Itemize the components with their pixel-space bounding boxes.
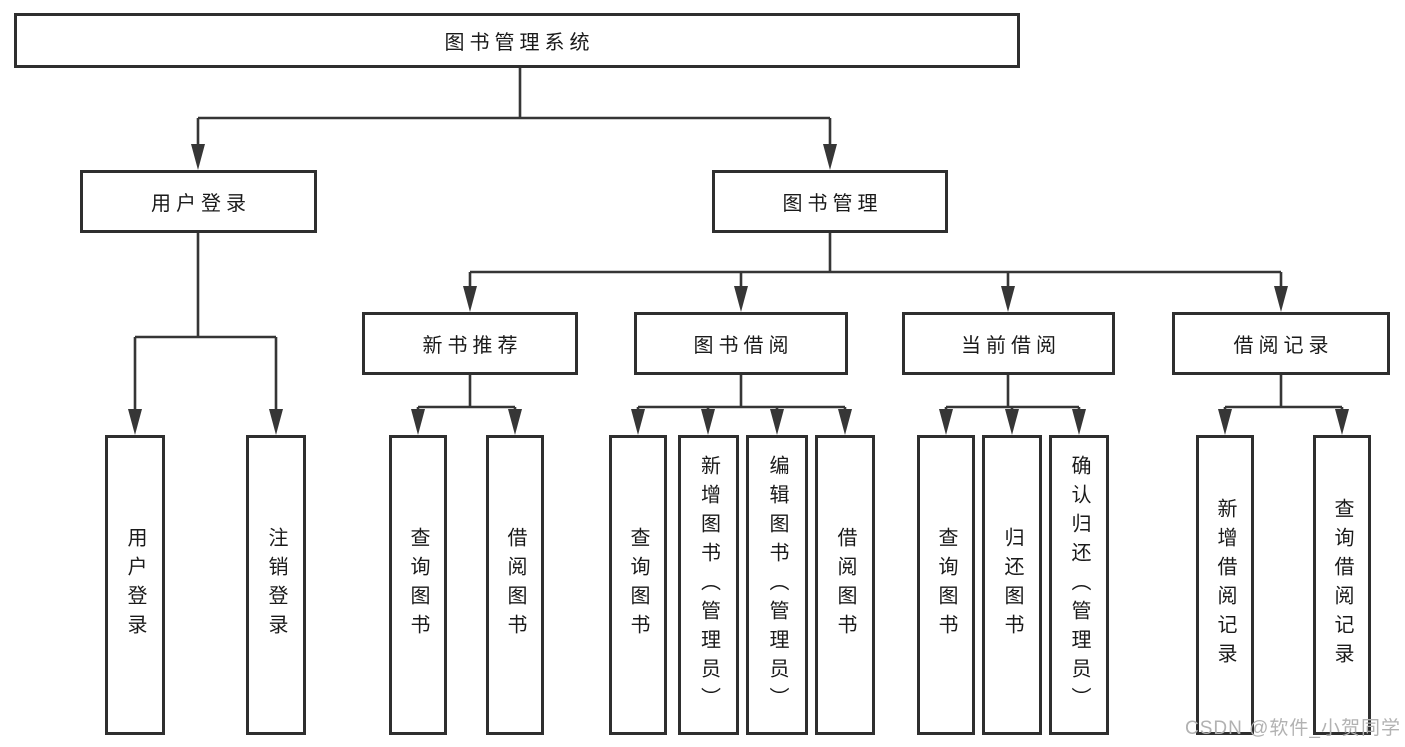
leaf-br-query-record-label: 查询借阅记录 <box>1331 498 1353 672</box>
node-book-management-label: 图书管理 <box>782 193 883 215</box>
leaf-nbr-borrow-books-label: 借阅图书 <box>504 527 526 643</box>
leaf-cb-query-books: 查询图书 <box>917 435 975 735</box>
leaf-nbr-query-books-label: 查询图书 <box>407 527 429 643</box>
leaf-bb-query-books: 查询图书 <box>609 435 667 735</box>
node-root: 图书管理系统 <box>14 13 1020 68</box>
node-current-borrowing-label: 当前借阅 <box>961 335 1061 357</box>
leaf-user-login-label: 用户登录 <box>124 527 146 643</box>
leaf-bb-borrow-books: 借阅图书 <box>815 435 875 735</box>
leaf-cb-confirm-return: 确认归还（管理员） <box>1049 435 1109 735</box>
connector-user-login-to-leaves <box>128 233 283 435</box>
leaf-nbr-borrow-books: 借阅图书 <box>486 435 544 735</box>
leaf-bb-edit-books: 编辑图书（管理员） <box>746 435 808 735</box>
node-book-borrowing-label: 图书借阅 <box>693 335 794 357</box>
leaf-cb-return-books: 归还图书 <box>982 435 1042 735</box>
node-root-label: 图书管理系统 <box>444 32 595 54</box>
leaf-bb-add-books-label: 新增图书（管理员） <box>697 454 720 716</box>
leaf-logout: 注销登录 <box>246 435 306 735</box>
leaf-cb-query-books-label: 查询图书 <box>935 527 957 643</box>
leaf-nbr-query-books: 查询图书 <box>389 435 447 735</box>
connector-book-borrowing-to-leaves <box>631 375 852 435</box>
leaf-bb-borrow-books-label: 借阅图书 <box>834 527 856 643</box>
leaf-cb-confirm-return-label: 确认归还（管理员） <box>1068 454 1090 716</box>
leaf-br-query-record: 查询借阅记录 <box>1313 435 1371 735</box>
csdn-watermark: CSDN @软件_小贺同学 <box>1185 718 1401 739</box>
connector-root-to-level2 <box>191 68 837 170</box>
node-book-management: 图书管理 <box>712 170 948 233</box>
node-borrowing-records: 借阅记录 <box>1172 312 1390 375</box>
connector-new-book-recommend-to-leaves <box>411 375 522 435</box>
node-user-login: 用户登录 <box>80 170 317 233</box>
leaf-br-add-record-label: 新增借阅记录 <box>1214 498 1236 672</box>
node-book-borrowing: 图书借阅 <box>634 312 848 375</box>
node-current-borrowing: 当前借阅 <box>902 312 1115 375</box>
node-new-book-recommend: 新书推荐 <box>362 312 578 375</box>
leaf-cb-return-books-label: 归还图书 <box>1001 527 1023 643</box>
leaf-logout-label: 注销登录 <box>265 527 287 643</box>
connector-book-management-to-level3 <box>463 233 1288 312</box>
leaf-bb-edit-books-label: 编辑图书（管理员） <box>766 454 788 716</box>
node-user-login-label: 用户登录 <box>151 193 251 215</box>
node-new-book-recommend-label: 新书推荐 <box>422 335 523 357</box>
connector-borrowing-records-to-leaves <box>1218 375 1349 435</box>
connector-current-borrowing-to-leaves <box>939 375 1086 435</box>
leaf-bb-add-books: 新增图书（管理员） <box>678 435 739 735</box>
leaf-bb-query-books-label: 查询图书 <box>627 527 649 643</box>
leaf-br-add-record: 新增借阅记录 <box>1196 435 1254 735</box>
node-borrowing-records-label: 借阅记录 <box>1233 335 1334 357</box>
leaf-user-login: 用户登录 <box>105 435 165 735</box>
